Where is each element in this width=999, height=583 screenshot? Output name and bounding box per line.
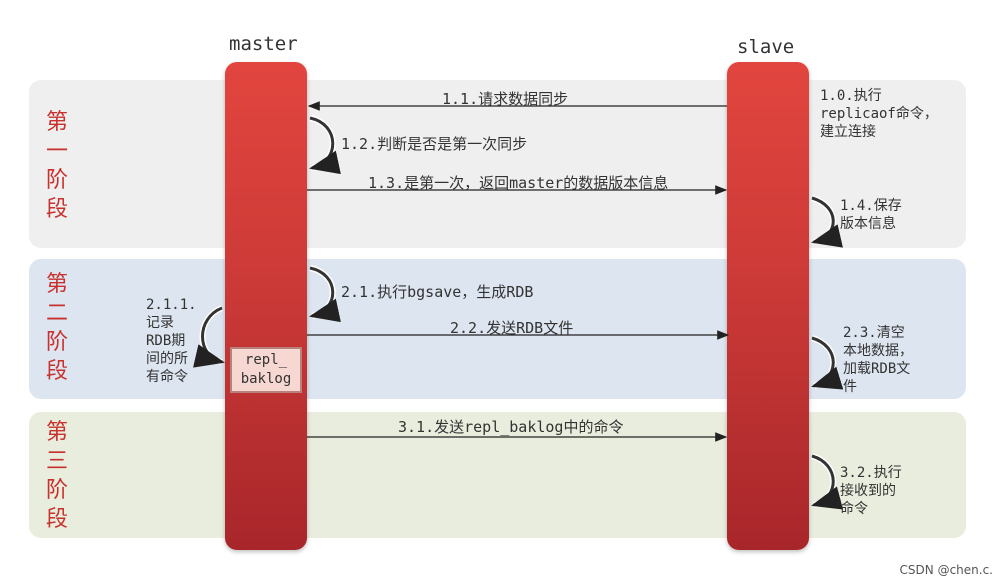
msg-2-1: 2.1.执行bgsave，生成RDB <box>341 283 534 301</box>
slave-header: slave <box>737 36 795 58</box>
msg-3-1: 3.1.发送repl_baklog中的命令 <box>398 418 624 436</box>
loop-2-3 <box>810 335 837 389</box>
master-header: master <box>229 33 298 55</box>
note-1-0: 1.0.执行 replicaof命令， 建立连接 <box>820 88 938 140</box>
stage2-band <box>29 259 966 399</box>
stage3-band <box>29 412 966 538</box>
stage1-band <box>29 80 966 248</box>
loop-1-2 <box>309 115 336 171</box>
stage2-label: 第二阶段 <box>45 272 68 384</box>
msg-1-1: 1.1.请求数据同步 <box>442 90 569 108</box>
loop-2-1 <box>309 265 336 319</box>
stage1-label: 第一阶段 <box>45 110 68 222</box>
loop-3-2 <box>810 453 837 508</box>
watermark: CSDN @chen.c. <box>899 563 993 577</box>
note-2-3: 2.3.清空 本地数据， 加载RDB文 件 <box>843 325 913 395</box>
stage3-label: 第三阶段 <box>45 420 68 532</box>
note-2-1-1: 2.1.1. 记录 RDB期 间的所 有命令 <box>146 297 197 385</box>
repl-backlog-box: repl_ baklog <box>230 347 302 393</box>
msg-2-2: 2.2.发送RDB文件 <box>450 319 574 337</box>
msg-1-2: 1.2.判断是否是第一次同步 <box>341 135 528 153</box>
slave-lifeline <box>727 62 809 550</box>
msg-1-3: 1.3.是第一次，返回master的数据版本信息 <box>368 174 669 192</box>
loop-2-1-1 <box>199 305 224 365</box>
master-lifeline <box>225 62 307 550</box>
note-3-2: 3.2.执行 接收到的 命令 <box>840 465 902 517</box>
note-1-4: 1.4.保存 版本信息 <box>840 198 902 232</box>
